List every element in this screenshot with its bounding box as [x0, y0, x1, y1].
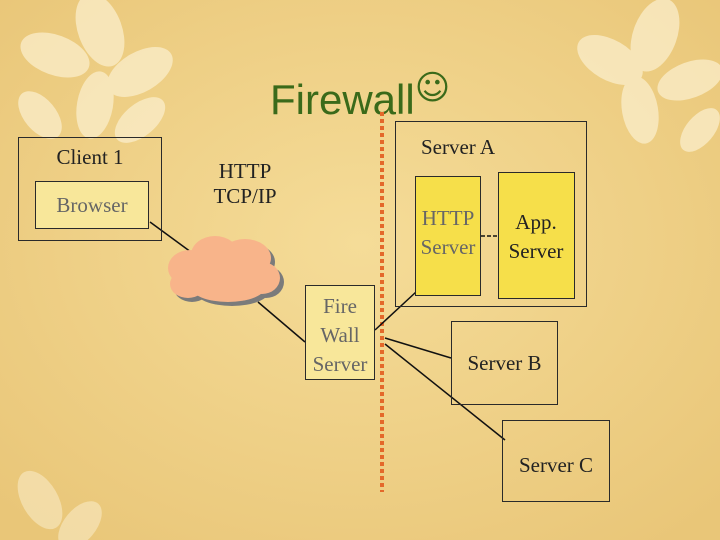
browser-box [35, 181, 149, 229]
link-firewall-server-c [384, 343, 506, 441]
client-label: Client 1 [56, 145, 124, 169]
app-server-label-app: App. [515, 210, 557, 234]
http-server-label-http: HTTP [421, 206, 475, 230]
firewall-server-box [305, 285, 375, 380]
server-c-box [502, 420, 610, 502]
app-server-label-server: Server [508, 239, 564, 263]
app-server-box [498, 172, 575, 299]
title-text: Firewall [270, 76, 415, 123]
server-b-box [451, 321, 558, 405]
browser-label: Browser [56, 193, 128, 217]
http-server-box [415, 176, 481, 296]
http-server-label-server: Server [420, 235, 476, 259]
server-a-label: Server A [420, 135, 496, 159]
page-title: Firewall☺ [270, 68, 450, 124]
link-browser-cloud [149, 221, 196, 256]
link-firewall-server-a [374, 291, 417, 331]
flower-icon-bottom [17, 470, 102, 540]
protocol-label-http: HTTP [218, 159, 272, 183]
server-a-box [395, 121, 587, 307]
server-b-label: Server B [467, 351, 542, 375]
flower-icon-right [577, 0, 720, 152]
smiley-icon: ☺ [414, 68, 451, 108]
server-c-label: Server C [518, 453, 594, 477]
protocol-label-tcpip: TCP/IP [213, 184, 277, 208]
flower-icon-left [18, 0, 173, 143]
client-box [18, 137, 162, 241]
firewall-label-server: Server [312, 352, 368, 376]
link-cloud-firewall [257, 301, 306, 343]
firewall-label-wall: Wall [320, 323, 360, 347]
link-firewall-server-b [384, 337, 452, 359]
cloud-icon [168, 236, 284, 306]
firewall-label-fire: Fire [323, 294, 357, 318]
